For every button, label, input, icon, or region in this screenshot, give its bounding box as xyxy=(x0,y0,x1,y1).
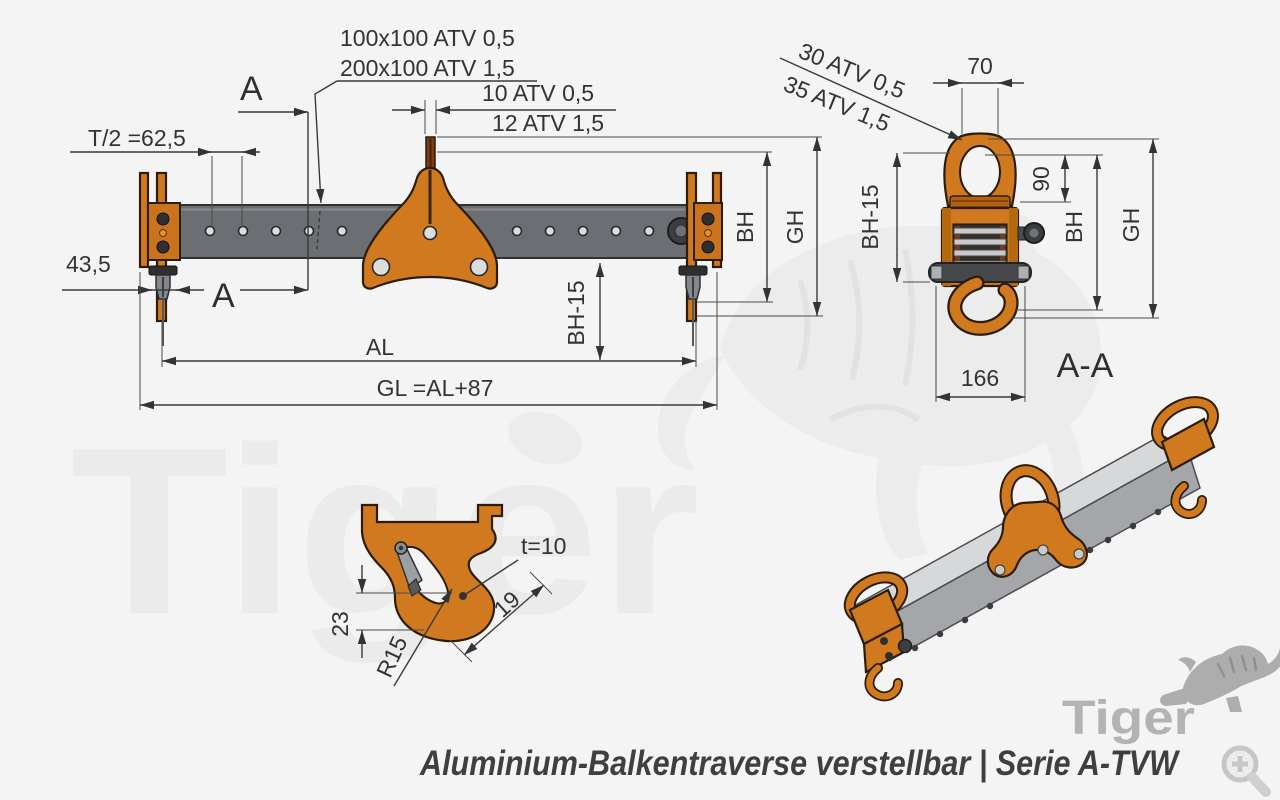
brand-logo-text: Tiger xyxy=(1062,692,1195,745)
dim-label-bh-front: BH xyxy=(732,211,758,243)
iso-3d-view xyxy=(843,396,1219,702)
dim-label-eyelet-05: 10 ATV 0,5 xyxy=(482,80,594,106)
dim-label-70: 70 xyxy=(967,53,993,79)
dim-label-bh15-section: BH-15 xyxy=(857,184,883,249)
center-bracket-3d xyxy=(986,464,1088,578)
dim-label-profile-05: 100x100 ATV 0,5 xyxy=(340,25,515,51)
left-end-3d xyxy=(843,571,913,702)
section-marker-a-top: A xyxy=(240,70,263,108)
section-view-title: A-A xyxy=(1057,347,1114,385)
hook-detail-dimensions: t=10 23 R15 19 xyxy=(327,533,566,687)
right-end-bracket xyxy=(667,171,723,346)
center-suspension-plate xyxy=(361,166,499,290)
front-view: 100x100 ATV 0,5 200x100 ATV 1,5 10 ATV 0… xyxy=(62,25,823,410)
dim-label-166: 166 xyxy=(961,365,999,391)
front-view-dimensions: 100x100 ATV 0,5 200x100 ATV 1,5 10 ATV 0… xyxy=(62,25,823,410)
left-hanger-pin xyxy=(148,265,178,346)
beam-holes-3d xyxy=(911,508,1162,652)
zoom-button[interactable] xyxy=(1221,745,1271,797)
dim-label-eyelet-15: 12 ATV 1,5 xyxy=(492,110,604,136)
dim-label-al: AL xyxy=(366,334,394,360)
dim-label-gh-front: GH xyxy=(782,210,808,245)
dim-label-90: 90 xyxy=(1028,166,1054,192)
dim-label-profile-15: 200x100 ATV 1,5 xyxy=(340,55,515,81)
right-hanger-pin xyxy=(678,265,708,346)
dim-label-half-pitch: T/2 =62,5 xyxy=(88,125,186,151)
hook-detail-view: t=10 23 R15 19 xyxy=(327,503,566,687)
load-hook xyxy=(949,277,1017,334)
tiger-logo-illustration xyxy=(1160,640,1280,712)
dim-label-end-offset: 43,5 xyxy=(66,251,111,277)
beam-holes xyxy=(204,225,655,237)
brand-logo: Tiger xyxy=(1062,640,1280,745)
section-marker-a-bottom: A xyxy=(212,277,235,315)
safety-latch xyxy=(394,541,423,597)
dim-label-thickness: t=10 xyxy=(521,533,566,559)
section-assembly xyxy=(928,132,1045,336)
left-end-bracket xyxy=(138,171,181,346)
dim-label-bh-section: BH xyxy=(1061,211,1087,243)
dim-label-bh15-front: BH-15 xyxy=(563,280,589,345)
dim-label-gh-section: GH xyxy=(1118,208,1144,243)
dim-label-gl: GL =AL+87 xyxy=(377,375,494,401)
product-caption: Aluminium-Balkentraverse verstellbar | S… xyxy=(419,744,1180,783)
dim-label-23: 23 xyxy=(327,611,353,637)
right-end-3d xyxy=(1151,396,1219,520)
